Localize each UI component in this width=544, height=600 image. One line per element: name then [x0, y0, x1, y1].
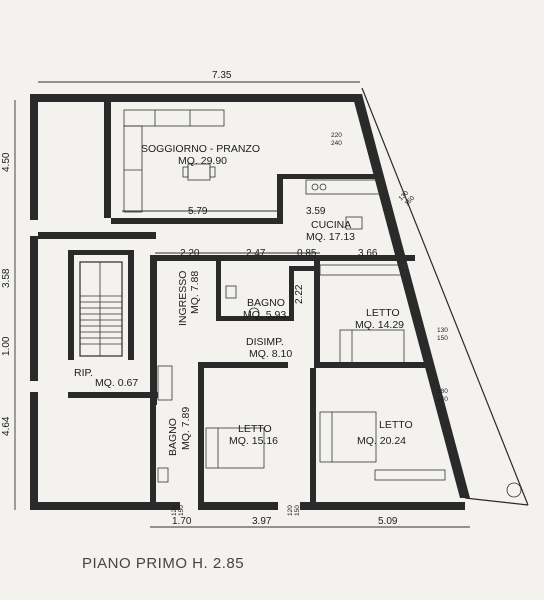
window-mark-1-bottom: 240	[331, 140, 342, 147]
room-cucina-area: MQ. 17.13	[306, 231, 355, 243]
room-bagno1-name: BAGNO	[247, 297, 285, 309]
window-mark-3-bottom: 150	[437, 335, 448, 342]
room-bagno2-area: MQ. 7.89	[180, 407, 192, 450]
room-letto2-area: MQ. 15.16	[229, 435, 278, 447]
room-soggiorno-name: SOGGIORNO - PRANZO	[141, 143, 260, 155]
room-soggiorno-area: MQ. 29.90	[178, 155, 227, 167]
room-letto1-area: MQ. 14.29	[355, 319, 404, 331]
dim-top-width: 7.35	[212, 70, 232, 81]
dim-366: 3.66	[358, 248, 378, 259]
dimension-labels: 7.35 4.50 3.58 1.00 4.64 5.79 3.59 2.20 …	[1, 70, 398, 527]
window-mark-6-top: 120	[287, 505, 294, 516]
staircase	[79, 261, 123, 357]
dim-247: 2.47	[246, 248, 266, 259]
dim-bottom-170: 1.70	[172, 516, 192, 527]
room-bagno2-name: BAGNO	[167, 418, 179, 456]
window-mark-4-bottom: 240	[437, 396, 448, 403]
window-mark-6-bottom: 150	[294, 505, 301, 516]
window-mark-3-top: 130	[437, 327, 448, 334]
dim-085: 0.85	[297, 248, 317, 259]
room-letto3-name: LETTO	[379, 419, 413, 431]
window-marks: 220 240 130 160 130 150 180 240 120 150 …	[171, 132, 448, 516]
dim-bottom-397: 3.97	[252, 516, 272, 527]
dim-left-358: 3.58	[1, 268, 12, 288]
window-mark-5-top: 120	[171, 505, 178, 516]
dim-222: 2.22	[294, 284, 305, 304]
plan-title: PIANO PRIMO H. 2.85	[82, 555, 244, 572]
outer-walls	[30, 87, 529, 510]
dim-left-100: 1.00	[1, 336, 12, 356]
room-disimp-area: MQ. 8.10	[249, 348, 292, 360]
room-rip-name: RIP.	[74, 367, 93, 379]
window-mark-4-top: 180	[437, 388, 448, 395]
interior-walls	[68, 250, 429, 502]
dim-359: 3.59	[306, 206, 326, 217]
dim-bottom-509: 5.09	[378, 516, 398, 527]
room-letto1-name: LETTO	[366, 307, 400, 319]
room-letto3-area: MQ. 20.24	[357, 435, 406, 447]
room-disimp-name: DISIMP.	[246, 336, 284, 348]
room-bagno1-area: MQ. 5.93	[243, 309, 286, 321]
window-mark-1-top: 220	[331, 132, 342, 139]
room-ingresso-area: MQ. 7.88	[189, 271, 201, 314]
dimension-lines	[14, 81, 470, 528]
room-labels: SOGGIORNO - PRANZO MQ. 29.90 CUCINA MQ. …	[74, 143, 413, 456]
room-rip-area: MQ. 0.67	[95, 377, 138, 389]
furniture	[123, 109, 522, 498]
room-cucina-name: CUCINA	[311, 219, 351, 231]
dim-579: 5.79	[188, 206, 208, 217]
dim-left-464: 4.64	[1, 416, 12, 436]
dim-220: 2.20	[180, 248, 200, 259]
dim-left-450: 4.50	[1, 152, 12, 172]
room-ingresso-name: INGRESSO	[177, 271, 189, 326]
window-mark-5-bottom: 150	[178, 505, 185, 516]
room-letto2-name: LETTO	[238, 423, 272, 435]
